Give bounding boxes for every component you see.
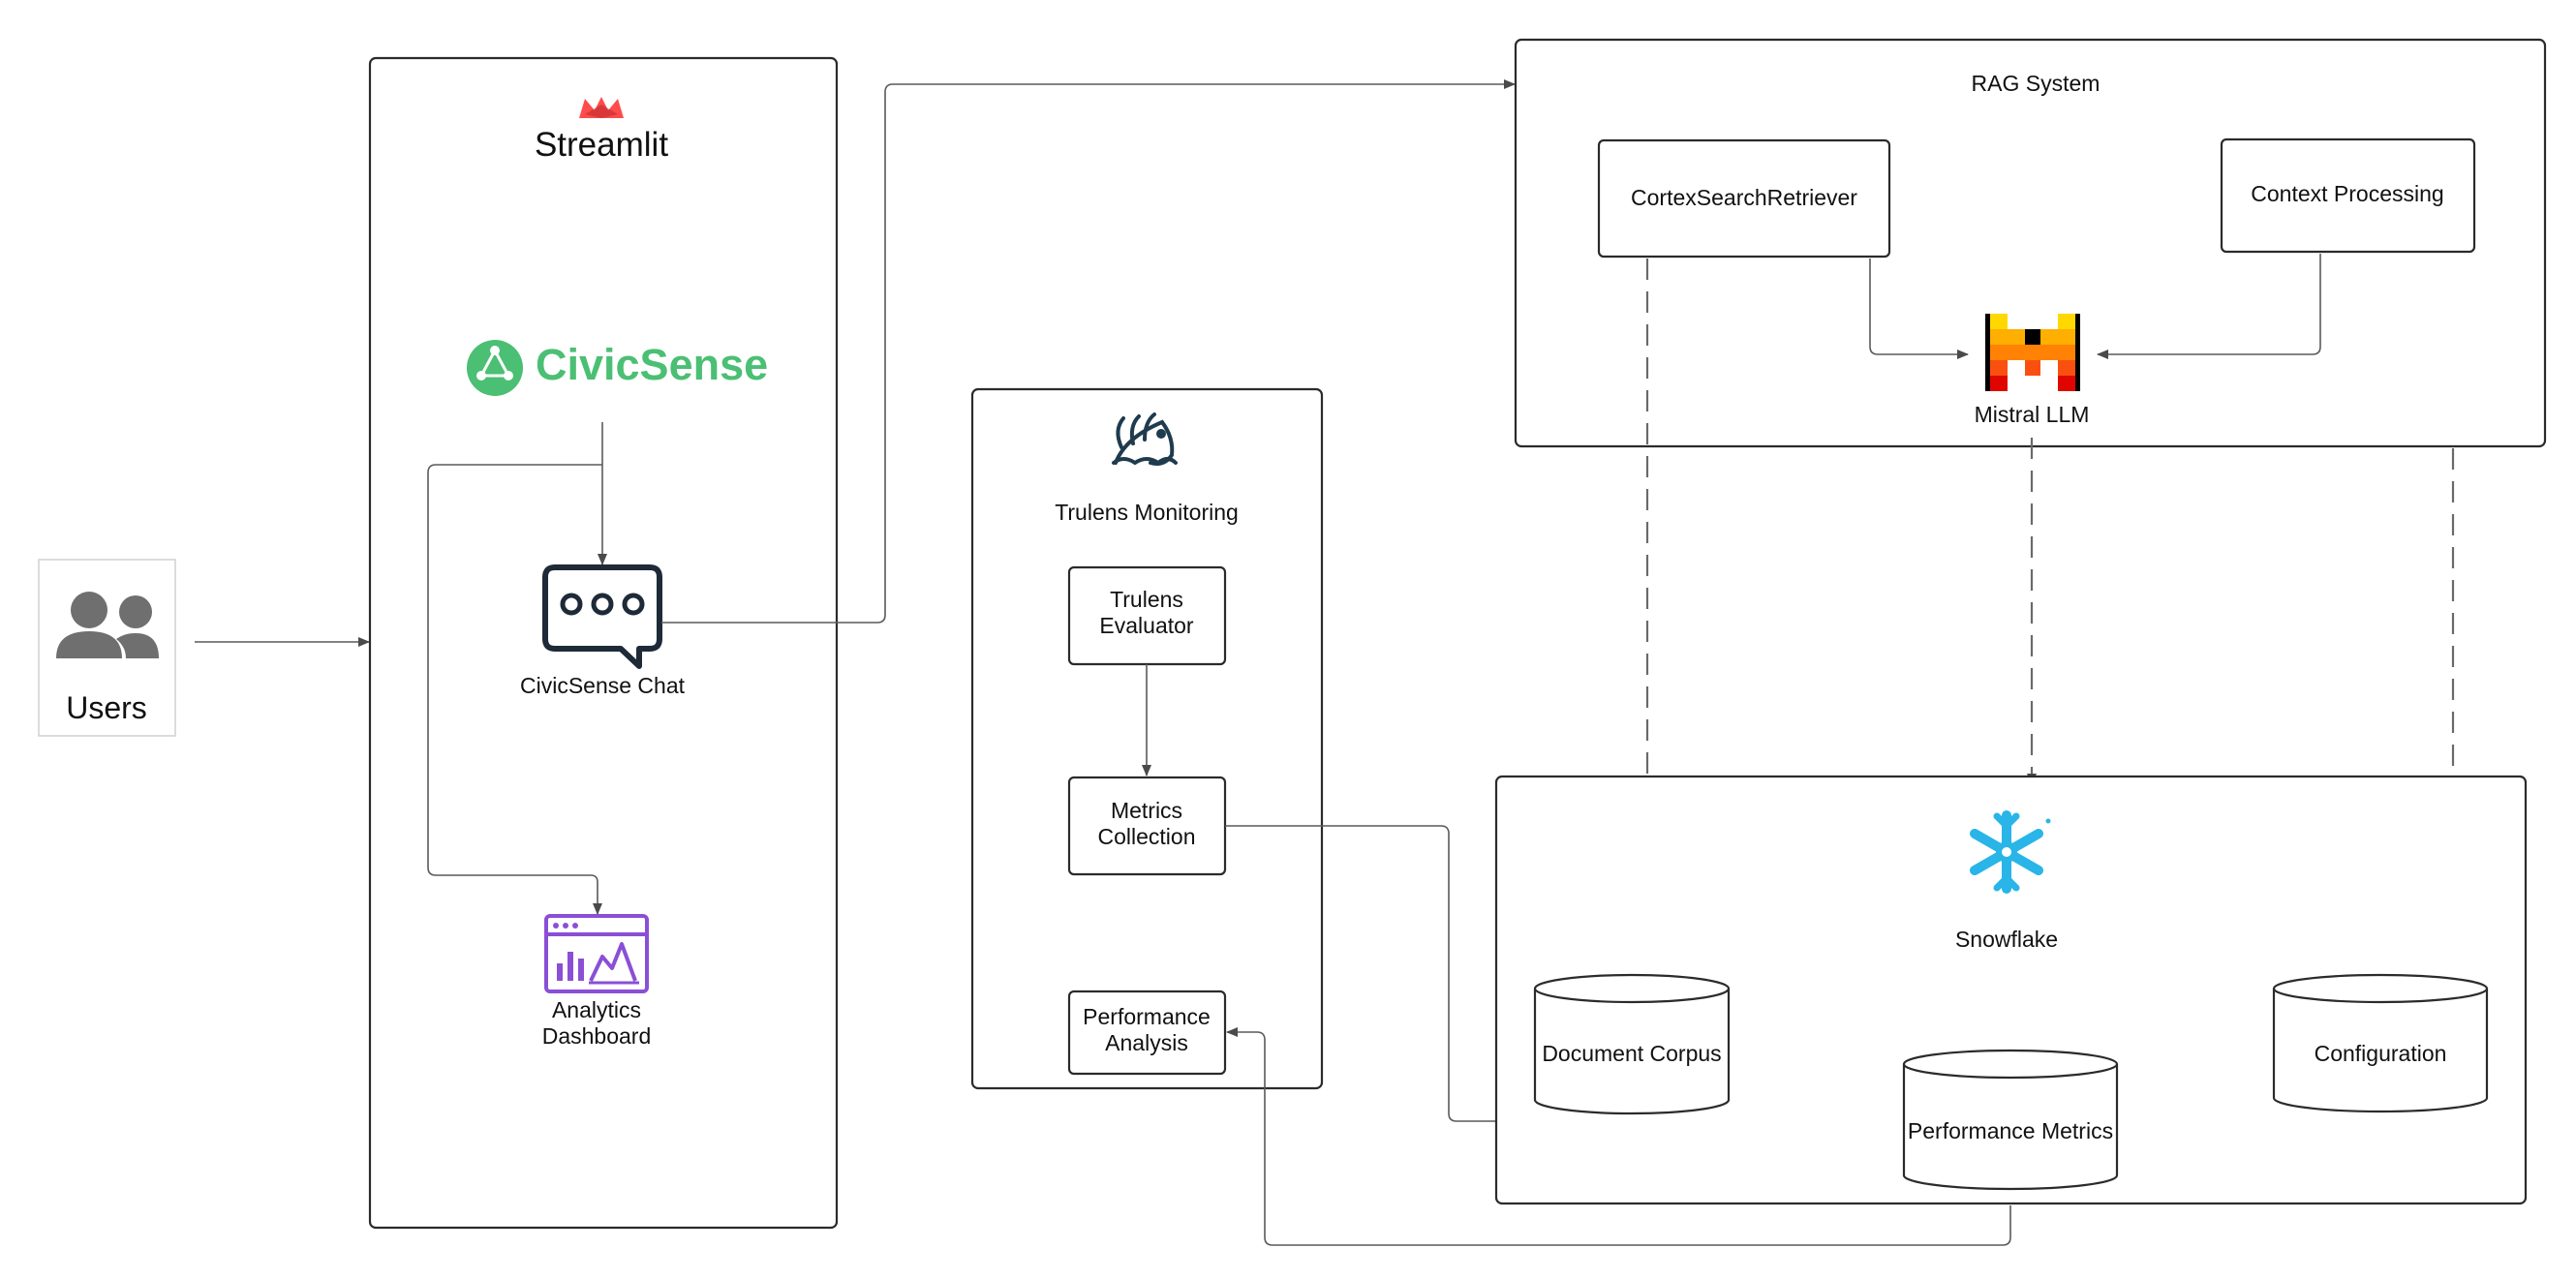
civicsense-brand: CivicSense bbox=[536, 340, 768, 389]
snowflake-title: Snowflake bbox=[1955, 927, 2058, 952]
chat-icon[interactable] bbox=[542, 564, 662, 669]
performance-db-to-analysis-arrow bbox=[1226, 1027, 2011, 1246]
context-to-llm-arrow bbox=[2097, 254, 2321, 359]
snowflake-frame bbox=[1494, 775, 2528, 1205]
retriever-to-llm-arrow bbox=[1869, 259, 1969, 359]
chat-to-rag-arrow bbox=[661, 79, 1516, 624]
snowflake-logo-icon bbox=[1970, 810, 2051, 894]
streamlit-title: Streamlit bbox=[535, 126, 668, 164]
users-icon bbox=[56, 592, 159, 658]
cortex-retriever-box[interactable] bbox=[1597, 138, 1891, 259]
performance-analysis-line2: Analysis bbox=[1105, 1030, 1188, 1055]
trulens-evaluator-line1: Trulens bbox=[1110, 587, 1183, 612]
analytics-dashboard-icon[interactable] bbox=[544, 914, 649, 993]
document-corpus-db[interactable] bbox=[1533, 973, 1731, 1115]
logo-to-dashboard-arrow bbox=[427, 464, 602, 915]
dashboard-label-line1: Analytics bbox=[552, 997, 641, 1022]
cortex-retriever-label: CortexSearchRetriever bbox=[1631, 185, 1857, 210]
metrics-collection-line1: Metrics bbox=[1111, 798, 1182, 823]
performance-analysis-box[interactable] bbox=[1067, 990, 1227, 1076]
dashboard-label-line2: Dashboard bbox=[542, 1023, 652, 1049]
context-processing-box[interactable] bbox=[2220, 137, 2476, 254]
context-processing-label: Context Processing bbox=[2251, 181, 2443, 206]
trulens-logo-icon bbox=[1112, 412, 1178, 466]
performance-metrics-label: Performance Metrics bbox=[1908, 1118, 2113, 1143]
configuration-label: Configuration bbox=[2315, 1041, 2447, 1066]
trulens-evaluator-line2: Evaluator bbox=[1099, 613, 1194, 638]
users-label: Users bbox=[66, 690, 147, 725]
configuration-db[interactable] bbox=[2272, 973, 2489, 1113]
streamlit-crown-icon bbox=[579, 97, 624, 118]
trulens-title: Trulens Monitoring bbox=[1055, 500, 1239, 525]
document-corpus-label: Document Corpus bbox=[1542, 1041, 1721, 1066]
rag-title: RAG System bbox=[1972, 71, 2101, 96]
chat-label: CivicSense Chat bbox=[520, 673, 686, 698]
users-node[interactable]: Users bbox=[38, 559, 176, 737]
performance-analysis-line1: Performance bbox=[1083, 1004, 1211, 1029]
mistral-llm-label: Mistral LLM bbox=[1975, 402, 2090, 427]
metrics-collection-line2: Collection bbox=[1098, 824, 1196, 849]
metrics-to-performance-db-arrow bbox=[1225, 825, 1903, 1126]
mistral-logo-icon bbox=[1985, 314, 2080, 391]
performance-metrics-db[interactable] bbox=[1902, 1049, 2119, 1191]
civicsense-logo-icon bbox=[467, 340, 523, 396]
